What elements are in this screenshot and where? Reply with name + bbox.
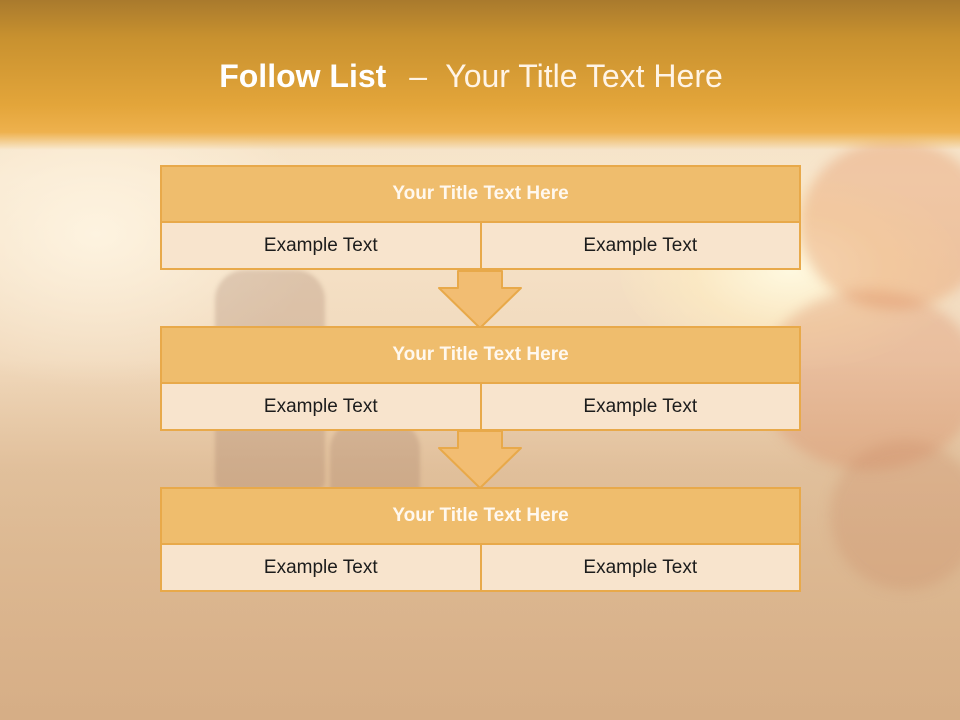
block-row: Example Text Example Text bbox=[160, 382, 801, 431]
title-bold: Follow List bbox=[219, 58, 387, 94]
title-rest: Your Title Text Here bbox=[445, 58, 723, 94]
block-cell-left: Example Text bbox=[160, 382, 482, 431]
background-tree-foliage bbox=[800, 140, 960, 310]
block-title: Your Title Text Here bbox=[160, 165, 801, 223]
block-cell-right: Example Text bbox=[479, 382, 801, 431]
block-cell-left: Example Text bbox=[160, 543, 482, 592]
header-band bbox=[0, 0, 960, 150]
block-cell-right: Example Text bbox=[479, 543, 801, 592]
arrow-down-icon bbox=[438, 270, 522, 329]
slide-title: Follow List – Your Title Text Here bbox=[0, 52, 942, 100]
block-cell-left: Example Text bbox=[160, 221, 482, 270]
background-bush bbox=[830, 440, 960, 590]
list-block: Your Title Text Here Example Text Exampl… bbox=[160, 326, 801, 431]
arrow-down-icon bbox=[438, 430, 522, 489]
list-block: Your Title Text Here Example Text Exampl… bbox=[160, 165, 801, 270]
block-title: Your Title Text Here bbox=[160, 326, 801, 384]
list-block: Your Title Text Here Example Text Exampl… bbox=[160, 487, 801, 592]
block-row: Example Text Example Text bbox=[160, 543, 801, 592]
block-title: Your Title Text Here bbox=[160, 487, 801, 545]
block-cell-right: Example Text bbox=[479, 221, 801, 270]
block-row: Example Text Example Text bbox=[160, 221, 801, 270]
title-separator: – bbox=[409, 58, 427, 94]
